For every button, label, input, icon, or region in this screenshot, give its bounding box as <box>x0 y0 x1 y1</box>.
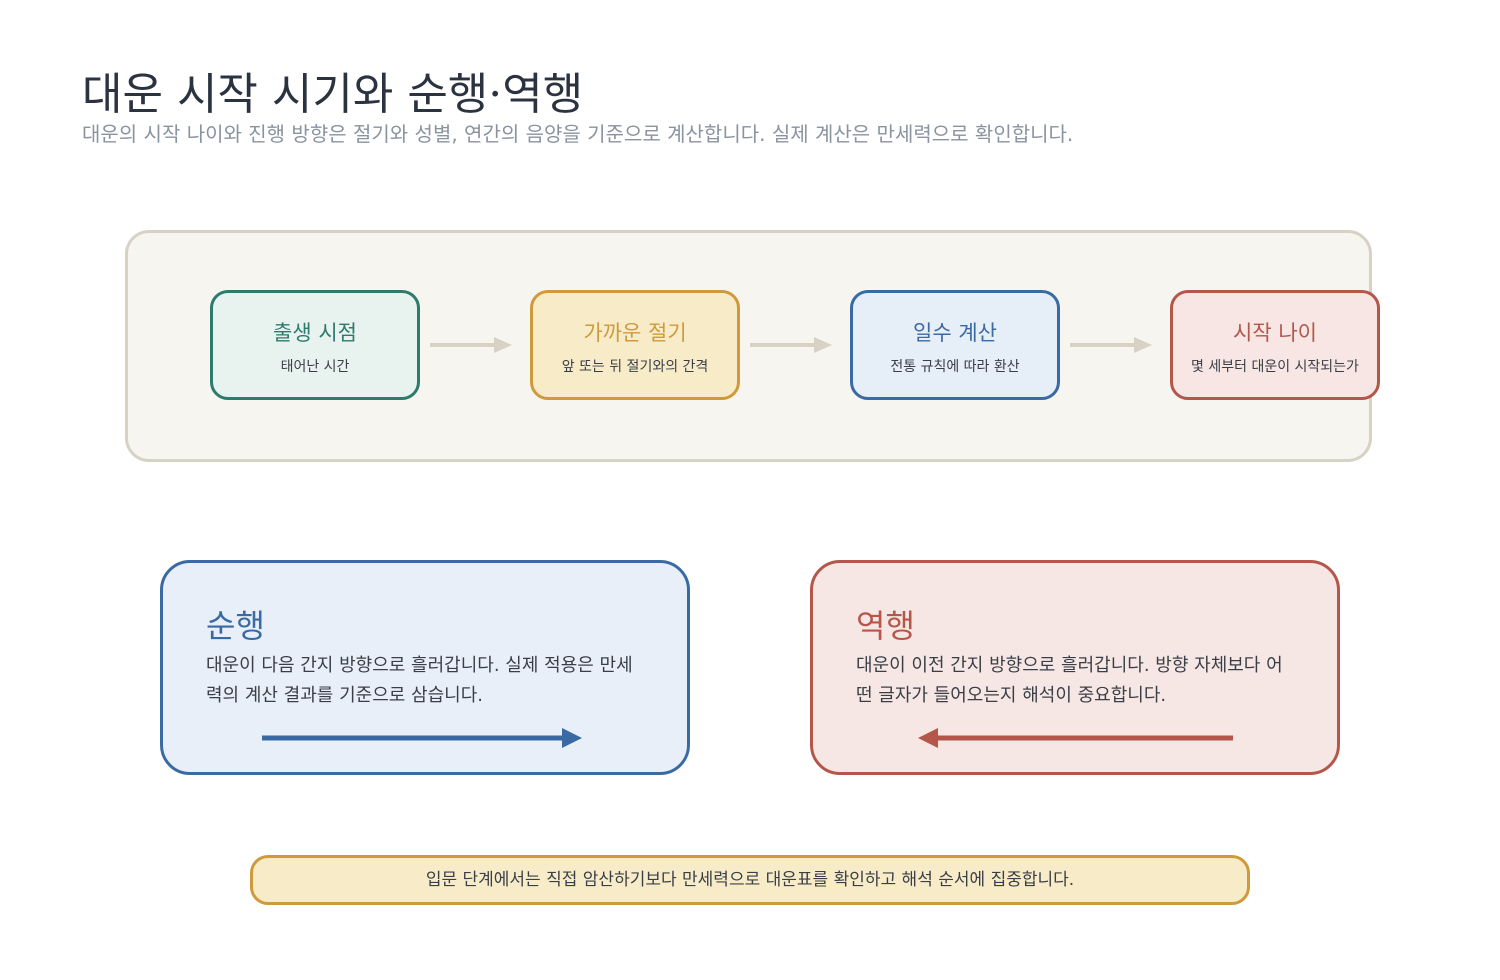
page-subtitle: 대운의 시작 나이와 진행 방향은 절기와 성별, 연간의 음양을 기준으로 계… <box>82 122 1074 146</box>
reverse-desc: 대운이 이전 간지 방향으로 흘러갑니다. 방향 자체보다 어떤 글자가 들어오… <box>856 655 1283 706</box>
step-desc: 태어난 시간 <box>280 359 350 375</box>
step-desc: 앞 또는 뒤 절기와의 간격 <box>561 359 709 375</box>
reverse-card: 역행 대운이 이전 간지 방향으로 흘러갑니다. 방향 자체보다 어떤 글자가 … <box>810 560 1340 775</box>
arrow-right-icon <box>262 728 582 748</box>
forward-card: 순행 대운이 다음 간지 방향으로 흘러갑니다. 실제 적용은 만세력의 계산 … <box>160 560 690 775</box>
step-start-age: 시작 나이 몇 세부터 대운이 시작되는가 <box>1170 290 1380 400</box>
flow-arrow-right-icon <box>1070 337 1152 353</box>
flow-arrow-right-icon <box>750 337 832 353</box>
step-title: 시작 나이 <box>1233 321 1317 345</box>
step-title: 가까운 절기 <box>583 321 687 345</box>
flow-arrow-right-icon <box>430 337 512 353</box>
step-nearest-solar-term: 가까운 절기 앞 또는 뒤 절기와의 간격 <box>530 290 740 400</box>
arrow-left-icon <box>918 728 1233 748</box>
info-note: 입문 단계에서는 직접 암산하기보다 만세력으로 대운표를 확인하고 해석 순서… <box>250 855 1250 905</box>
forward-desc: 대운이 다음 간지 방향으로 흘러갑니다. 실제 적용은 만세력의 계산 결과를… <box>206 655 633 706</box>
step-title: 출생 시점 <box>273 321 357 345</box>
step-day-count: 일수 계산 전통 규칙에 따라 환산 <box>850 290 1060 400</box>
step-desc: 몇 세부터 대운이 시작되는가 <box>1191 359 1359 375</box>
step-birth-time: 출생 시점 태어난 시간 <box>210 290 420 400</box>
reverse-title: 역행 <box>856 607 915 645</box>
step-title: 일수 계산 <box>913 321 997 345</box>
page-title: 대운 시작 시기와 순행·역행 <box>82 69 584 120</box>
step-desc: 전통 규칙에 따라 환산 <box>890 359 1020 375</box>
forward-title: 순행 <box>206 607 265 645</box>
